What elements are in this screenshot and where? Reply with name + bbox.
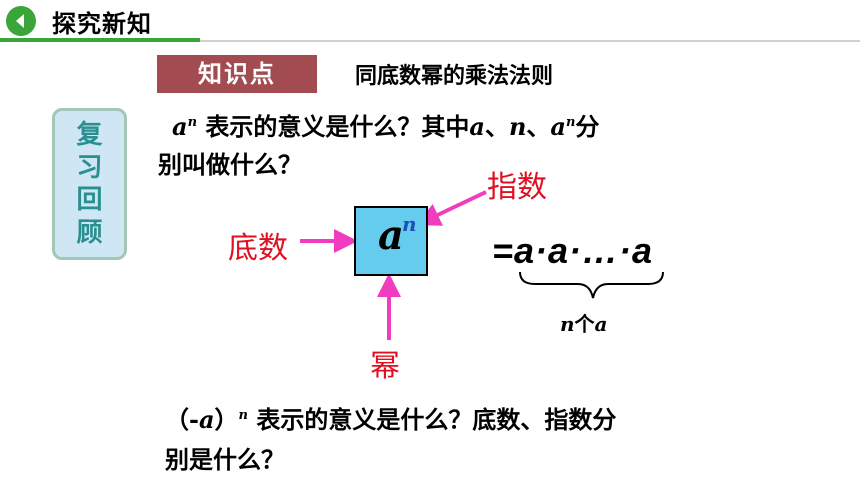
- q1-text: 表示的意义是什么？其中: [197, 112, 470, 141]
- q1-exponent: n: [187, 115, 198, 130]
- q1-var-an-exp: n: [565, 115, 576, 130]
- q2-base: a: [198, 405, 215, 434]
- count-text: 个: [574, 312, 595, 336]
- knowledge-point-badge: 知识点: [157, 55, 317, 93]
- count-base: a: [594, 312, 608, 336]
- power-label: 幂: [370, 349, 400, 384]
- factor-count-label: n个a: [560, 308, 608, 337]
- q2-open: （-: [165, 405, 199, 434]
- side-char: 习: [76, 152, 103, 183]
- question-1: an 表示的意义是什么？其中a、n、an分 别叫做什么？: [158, 104, 748, 184]
- review-side-box: 复 习 回 顾: [52, 108, 127, 260]
- base-label: 底数: [228, 231, 288, 266]
- power-exponent: n: [402, 212, 417, 236]
- back-arrow-icon[interactable]: [6, 6, 36, 36]
- power-expansion: =a·a·…·a: [492, 230, 654, 271]
- q2-text: 表示的意义是什么？底数、指数分: [247, 405, 617, 434]
- header-divider: [200, 40, 860, 42]
- underbrace: [519, 271, 664, 299]
- question-2: （-a）n 表示的意义是什么？底数、指数分 别是什么？: [165, 396, 815, 480]
- q1-text-end: 分: [575, 112, 600, 141]
- header-divider-accent: [0, 38, 200, 42]
- q2-line2: 别是什么？: [165, 445, 285, 474]
- q1-line2: 别叫做什么？: [158, 150, 302, 179]
- q1-separator: 、: [484, 112, 509, 141]
- exponent-label: 指数: [487, 170, 547, 205]
- q1-separator: 、: [526, 112, 551, 141]
- q1-var-n: n: [508, 112, 527, 141]
- count-var: n: [560, 312, 575, 336]
- arrow-to-exponent: [416, 190, 487, 226]
- q2-exponent: n: [238, 408, 248, 423]
- power-box: a n: [354, 206, 428, 276]
- side-char: 复: [76, 120, 103, 151]
- q1-base: a: [172, 112, 188, 141]
- q2-close: ）: [214, 405, 239, 434]
- power-base: a: [378, 212, 404, 259]
- side-char: 回: [76, 185, 103, 216]
- side-char: 顾: [76, 217, 103, 248]
- section-title: 探究新知: [52, 10, 152, 38]
- q1-var-an: a: [550, 112, 566, 141]
- q1-var-a: a: [469, 112, 485, 141]
- knowledge-point-title: 同底数幂的乘法法则: [355, 64, 554, 89]
- header-bar: 探究新知: [0, 0, 860, 44]
